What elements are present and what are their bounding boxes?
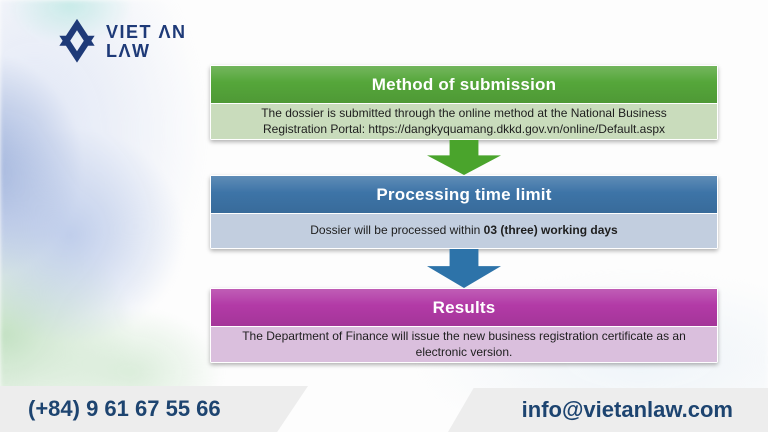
step-3-description-line1: The Department of Finance will issue the… [242,329,686,343]
phone-band: (+84) 9 61 67 55 66 [0,386,308,432]
down-arrow-1-icon [427,140,501,175]
brand-name-line1: VIET ΛN [106,22,187,42]
step-2-title: Processing time limit [211,176,717,213]
step-2-description-normal: Dossier will be processed within [310,223,484,238]
arrow-zone-1 [210,140,718,175]
email-band: info@vietanlaw.com [448,388,768,432]
step-method-of-submission: Method of submission The dossier is subm… [210,65,718,140]
step-results: Results The Department of Finance will i… [210,288,718,363]
phone-number: (+84) 9 61 67 55 66 [28,396,221,421]
step-3-description: The Department of Finance will issue the… [211,326,717,362]
step-1-description-line2: Registration Portal: https://dangkyquama… [262,121,665,136]
brand-logo: VIET ΛN LΛW [56,18,187,66]
step-processing-time-limit: Processing time limit Dossier will be pr… [210,175,718,249]
email-address: info@vietanlaw.com [521,397,733,422]
step-2-description-bold: 03 (three) working days [483,223,618,238]
brand-name-line2: LΛW [106,41,151,61]
vietan-monogram-icon [59,18,95,63]
step-2-description: Dossier will be processed within 03 (thr… [211,213,717,248]
step-2-description-line: Dossier will be processed within 03 (thr… [310,223,617,239]
process-flow: Method of submission The dossier is subm… [210,65,718,363]
step-3-description-line2: electronic version. [415,344,513,359]
arrow-zone-2 [210,249,718,288]
step-1-description: The dossier is submitted through the onl… [211,103,717,139]
step-1-title: Method of submission [211,66,717,103]
step-3-title: Results [211,289,717,326]
step-1-description-line1: The dossier is submitted through the onl… [261,106,667,120]
down-arrow-2-icon [427,249,501,288]
brand-name: VIET ΛN LΛW [106,23,187,61]
